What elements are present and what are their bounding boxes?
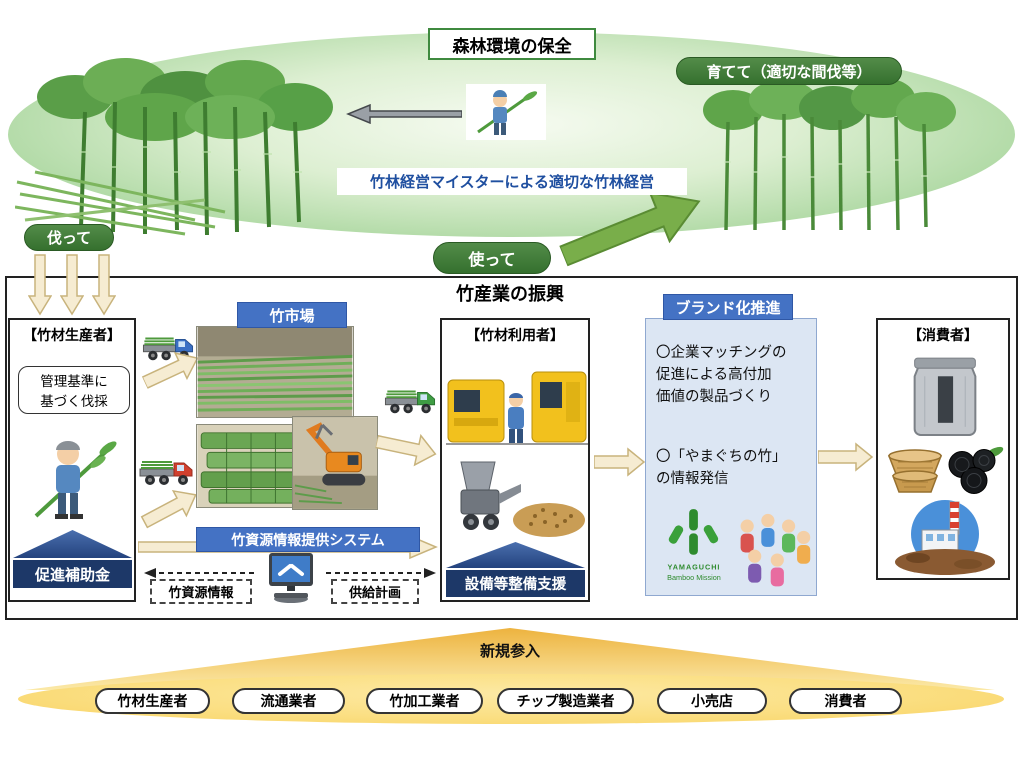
producer-to-market-arrow-bottom (135, 478, 207, 539)
people-group-illustration (734, 497, 814, 592)
producer-title: 【竹材生産者】 (23, 327, 121, 343)
producer-subsidy-label: 促進補助金 (13, 560, 132, 588)
market-to-user-arrow (373, 422, 442, 474)
cut-label: 伐って (24, 224, 114, 251)
market-photo-excavator (292, 416, 378, 510)
market-photo-bamboo-pile (196, 326, 354, 418)
user-box: 【竹材利用者】 (440, 318, 590, 602)
forest-conservation-title: 森林環境の保全 (428, 28, 596, 60)
cut-down-arrow-2 (60, 254, 84, 316)
factory-illustration (888, 498, 1002, 578)
supply-plan-dashed-arrow (322, 566, 438, 580)
charcoal-pieces-illustration (944, 442, 1006, 498)
logo-text-top: YAMAGUCHI (668, 562, 721, 571)
use-to-forest-arrow (551, 170, 714, 286)
use-label: 使って (433, 242, 551, 274)
cut-down-arrow-1 (28, 254, 52, 316)
consumer-box: 【消費者】 (876, 318, 1010, 580)
entity-consumer: 消費者 (789, 688, 902, 714)
branding-to-consumer-arrow (818, 440, 874, 474)
management-to-forest-arrow (344, 104, 462, 124)
resource-info-dashed-arrow (142, 566, 258, 580)
producer-standard-note: 管理基準に 基づく伐採 (18, 366, 130, 414)
branding-box: 〇企業マッチングの 促進による高付加 価値の製品づくり 〇「やまぐちの竹」 の情… (645, 318, 817, 596)
bamboo-forest-left-illustration (15, 52, 345, 237)
branding-point-1: 〇企業マッチングの 促進による高付加 価値の製品づくり (656, 345, 787, 405)
truck-red-icon (138, 452, 194, 490)
producer-to-market-arrow-top (137, 341, 207, 399)
info-system-label: 竹資源情報提供システム (196, 527, 420, 552)
consumer-title: 【消費者】 (908, 327, 978, 343)
charcoal-bag-illustration (904, 352, 986, 438)
market-label: 竹市場 (237, 302, 347, 328)
producer-worker-illustration (26, 428, 122, 528)
branding-label: ブランド化推進 (663, 294, 793, 320)
resource-info-box: 竹資源情報 (150, 579, 252, 604)
meister-worker-illustration (466, 84, 546, 140)
supply-plan-box: 供給計画 (331, 579, 419, 604)
branding-point-2: 〇「やまぐちの竹」 の情報発信 (656, 449, 787, 487)
user-pennant (446, 542, 585, 568)
meister-caption: 竹林経営マイスターによる適切な竹林経営 (337, 168, 687, 195)
producer-pennant (13, 530, 132, 558)
user-to-branding-arrow (594, 445, 646, 479)
grow-label: 育てて（適切な間伐等） (676, 57, 902, 85)
processing-machines-illustration (446, 352, 588, 452)
entity-bamboo-processor: 竹加工業者 (366, 688, 483, 714)
cut-down-arrow-3 (92, 254, 116, 316)
new-entry-title: 新規参入 (479, 642, 540, 660)
entity-bamboo-producer: 竹材生産者 (95, 688, 210, 714)
bamboo-forest-right-illustration (698, 72, 960, 232)
chipper-illustration (447, 458, 587, 543)
user-title: 【竹材利用者】 (466, 327, 564, 343)
info-system-computer-icon (262, 552, 320, 604)
logo-text-bottom: Bamboo Mission (667, 573, 721, 582)
user-support-label: 設備等整備支援 (446, 570, 585, 597)
entity-retailer: 小売店 (657, 688, 767, 714)
industry-title: 竹産業の振興 (456, 284, 564, 304)
bamboo-mission-logo: YAMAGUCHI Bamboo Mission (660, 501, 728, 593)
entity-distributor: 流通業者 (232, 688, 345, 714)
entity-chip-manufacturer: チップ製造業者 (497, 688, 634, 714)
producer-box: 【竹材生産者】 管理基準に 基づく伐採 促進補助金 (8, 318, 136, 602)
truck-green-icon (383, 383, 437, 417)
bamboo-baskets-illustration (884, 442, 946, 500)
